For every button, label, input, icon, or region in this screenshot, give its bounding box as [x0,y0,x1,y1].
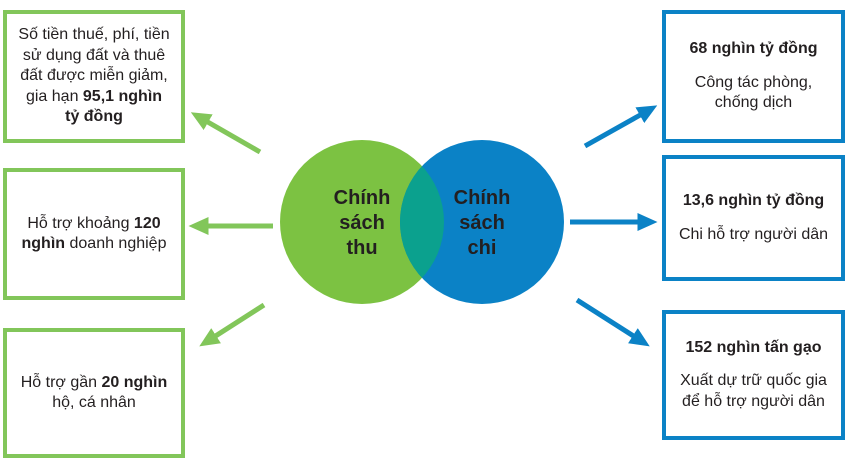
tax-relief-text: Số tiền thuế, phí, tiền sử dụng đất và t… [18,26,170,126]
people-support-spending-box: 13,6 nghìn tỷ đồng Chi hỗ trợ người dân [662,155,845,281]
business-support-text: Hỗ trợ khoảng 120 nghìn doanh nghiệp [21,214,167,252]
pandemic-spending-amount: 68 nghìn tỷ đồng [689,40,818,58]
arrow-to-tax-relief-box [190,112,262,155]
people-support-amount: 13,6 nghìn tỷ đồng [682,192,825,210]
tax-relief-box: Số tiền thuế, phí, tiền sử dụng đất và t… [3,10,185,143]
spending-policy-circle [400,140,564,304]
revenue-policy-label-line: thu [346,236,378,259]
arrow-to-household-support-box [199,302,266,347]
revenue-policy-label-line: sách [339,211,385,234]
pandemic-spending-description: Công tác phòng, chống dịch [694,73,813,112]
rice-reserve-description: Xuất dự trữ quốc gia để hỗ trợ người dân [680,372,827,410]
spending-policy-label-line: sách [459,211,505,234]
arrow-to-pandemic-spending-box [583,105,658,149]
arrow-to-rice-reserve-box [575,297,650,347]
rice-reserve-box: 152 nghìn tấn gạo Xuất dự trữ quốc gia đ… [662,310,845,440]
household-support-box: Hỗ trợ gần 20 nghìn hộ, cá nhân [3,328,185,458]
revenue-policy-circle [280,140,444,304]
spending-policy-label: Chính sách chi [422,186,542,260]
rice-reserve-amount: 152 nghìn tấn gạo [685,338,822,356]
pandemic-spending-box: 68 nghìn tỷ đồng Công tác phòng, chống d… [662,10,845,143]
revenue-policy-label: Chính sách thu [302,186,422,260]
green-arrows [188,112,273,347]
business-support-box: Hỗ trợ khoảng 120 nghìn doanh nghiệp [3,168,185,300]
spending-policy-label-line: chi [467,236,497,259]
household-support-text: Hỗ trợ gần 20 nghìn hộ, cá nhân [20,373,168,411]
blue-arrows [570,105,658,347]
spending-policy-label-line: Chính [453,187,511,209]
people-support-description: Chi hỗ trợ người dân [678,225,829,243]
revenue-policy-label-line: Chính [333,187,391,209]
